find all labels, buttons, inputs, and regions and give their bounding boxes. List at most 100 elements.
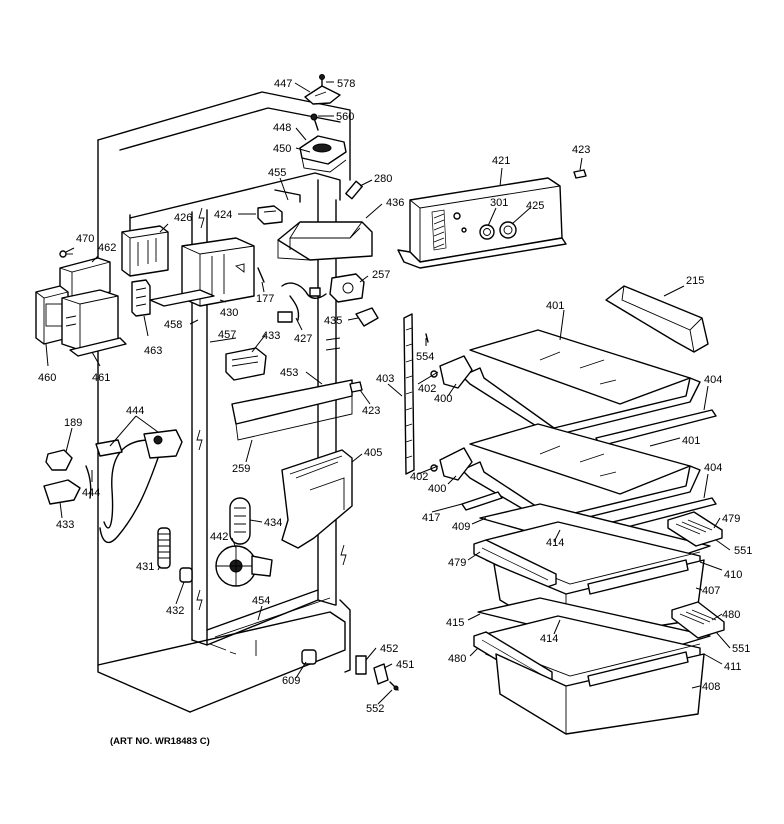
callout-447: 447 [274, 78, 292, 90]
defrost-thermostat-433-lower [43, 479, 81, 505]
callout-578: 578 [337, 78, 355, 90]
callout-560: 560 [336, 111, 354, 123]
callout-452: 452 [380, 643, 398, 655]
callout-259: 259 [232, 463, 250, 475]
callout-417: 417 [422, 512, 440, 524]
callout-461: 461 [92, 372, 110, 384]
callout-431: 431 [136, 561, 154, 573]
callout-407: 407 [702, 585, 720, 597]
shelf-bracket-402-400-lower [430, 447, 473, 481]
callout-408: 408 [702, 681, 720, 693]
screw-423-top [573, 169, 587, 179]
spring-431 [157, 527, 171, 569]
control-panel-421 [397, 177, 567, 269]
callout-402-upper: 402 [418, 383, 436, 395]
callout-453: 453 [280, 367, 298, 379]
callout-444-lower: 444 [82, 487, 100, 499]
callout-460: 460 [38, 372, 56, 384]
screw-470 [59, 250, 73, 258]
shelf-bracket-402-400-upper [430, 355, 473, 389]
screw-423-mid [349, 381, 363, 393]
callout-400-lower: 400 [428, 483, 446, 495]
callout-404-upper: 404 [704, 374, 722, 386]
slide-480-right [671, 601, 725, 639]
callout-257: 257 [372, 269, 390, 281]
slide-479-right [667, 511, 723, 547]
callout-400-upper: 400 [434, 393, 452, 405]
callout-454: 454 [252, 595, 270, 607]
part-609 [301, 649, 317, 665]
part-463 [131, 279, 151, 317]
part-452 [355, 655, 367, 675]
callout-458: 458 [164, 319, 182, 331]
callout-labels: 447 578 560 448 450 280 455 436 421 423 … [38, 78, 752, 715]
knob-301 [479, 224, 495, 240]
callout-433-upper: 433 [262, 330, 280, 342]
callout-301: 301 [490, 197, 508, 209]
callout-552: 552 [366, 703, 384, 715]
part-432 [179, 567, 193, 583]
callout-414-lower: 414 [540, 633, 558, 645]
thermostat-424 [257, 205, 283, 225]
screw-552 [389, 681, 399, 691]
callout-435: 435 [324, 315, 342, 327]
callout-554: 554 [416, 351, 434, 363]
callout-433-lower: 433 [56, 519, 74, 531]
callout-411: 411 [724, 661, 742, 673]
callout-177: 177 [256, 293, 274, 305]
callout-442: 442 [210, 531, 228, 543]
callout-609: 609 [282, 675, 300, 687]
screw-177 [257, 267, 265, 283]
fan-shroud-461 [61, 289, 127, 357]
callout-414-upper: 414 [546, 537, 564, 549]
callout-457: 457 [218, 329, 236, 341]
callout-401-upper: 401 [546, 300, 564, 312]
rail-417 [461, 491, 503, 511]
knob-425 [499, 221, 517, 239]
callout-425: 425 [526, 200, 544, 212]
screw-560 [310, 113, 319, 131]
wire-harness-427 [277, 282, 327, 323]
bin-215 [605, 285, 709, 353]
screw-554 [425, 333, 429, 343]
light-shield-447 [304, 85, 341, 105]
slide-479-left [473, 539, 557, 589]
valve-189 [45, 449, 73, 471]
leader-lines [45, 81, 731, 705]
bracket-455 [274, 189, 301, 203]
callout-551-upper: 551 [734, 545, 752, 557]
callout-479-right: 479 [722, 513, 740, 525]
callout-470: 470 [76, 233, 94, 245]
glass-shelf-401-upper [461, 329, 701, 437]
callout-480-left: 480 [448, 653, 466, 665]
callout-404-lower: 404 [704, 462, 722, 474]
callout-423-mid: 423 [362, 405, 380, 417]
callout-423-top: 423 [572, 144, 590, 156]
callout-451: 451 [396, 659, 414, 671]
heater-harness-444 [85, 429, 183, 544]
callout-403: 403 [376, 373, 394, 385]
air-duct-430 [149, 237, 255, 307]
callout-421: 421 [492, 155, 510, 167]
defrost-thermostat-433 [225, 347, 267, 381]
callout-409: 409 [452, 521, 470, 533]
callout-448: 448 [273, 122, 291, 134]
callout-462: 462 [98, 242, 116, 254]
part-280 [345, 180, 363, 200]
callout-426: 426 [174, 212, 192, 224]
callout-450: 450 [273, 143, 291, 155]
callout-551-lower: 551 [732, 643, 750, 655]
callout-427: 427 [294, 333, 312, 345]
callout-215: 215 [686, 275, 704, 287]
callout-401-lower: 401 [682, 435, 700, 447]
callout-436: 436 [386, 197, 404, 209]
callout-444-upper: 444 [126, 405, 144, 417]
control-housing-436 [277, 221, 373, 261]
callout-430: 430 [220, 307, 238, 319]
callout-480-right: 480 [722, 609, 740, 621]
callout-415: 415 [446, 617, 464, 629]
light-socket-448 [299, 135, 347, 173]
shelf-ladder-403 [403, 313, 415, 475]
callout-405: 405 [364, 447, 382, 459]
